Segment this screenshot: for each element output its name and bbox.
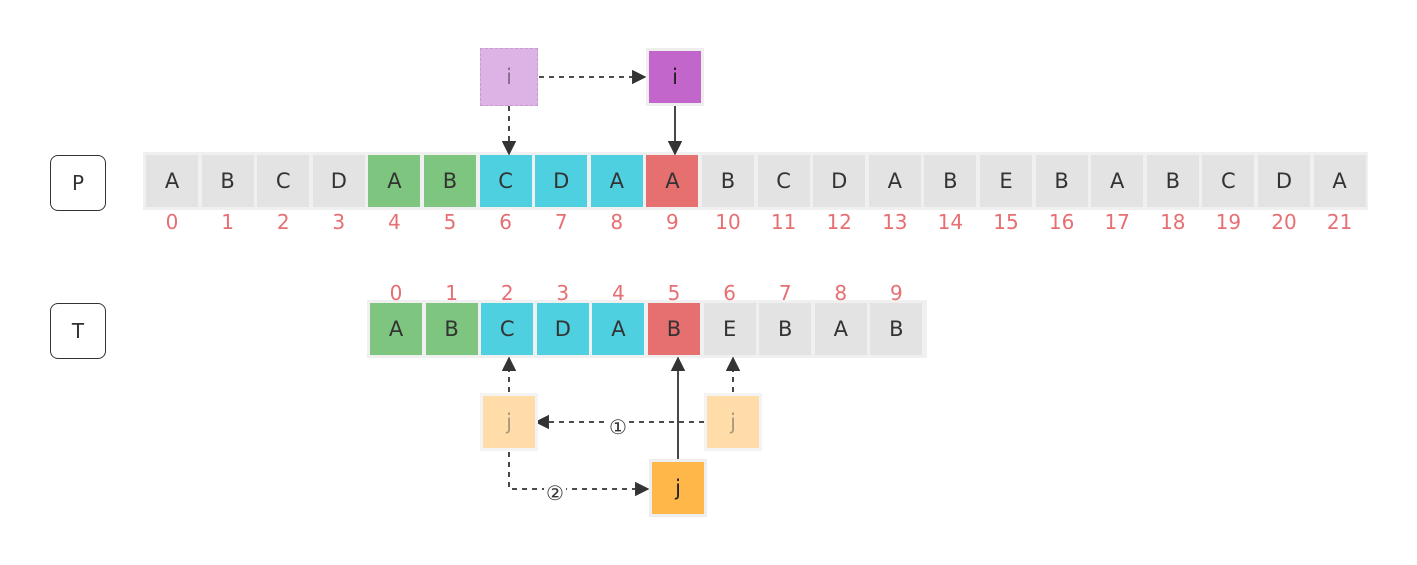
pattern_row-cell-4: A — [368, 155, 421, 207]
pattern_row-index-4: 4 — [388, 210, 401, 234]
text_row-index-6: 6 — [723, 281, 736, 305]
text_row-cell-4: A — [592, 303, 645, 355]
j-new-pointer: j — [649, 459, 707, 517]
pattern_row-index-6: 6 — [499, 210, 512, 234]
pattern_row-cell-19: C — [1202, 155, 1255, 207]
pattern_row-index-14: 14 — [937, 210, 964, 234]
pattern_row-index-19: 19 — [1215, 210, 1242, 234]
pattern_row-cell-5: B — [424, 155, 476, 207]
pattern_row-cell-10: B — [702, 155, 754, 207]
pattern_row-index-1: 1 — [221, 210, 234, 234]
pattern_row-index-8: 8 — [610, 210, 624, 234]
text_row-cell-7: B — [759, 303, 812, 355]
p-row-label: P — [50, 155, 106, 211]
text_row-index-4: 4 — [612, 281, 625, 305]
pattern_row-cell-16: B — [1035, 155, 1088, 207]
text_row-cell-2: C — [481, 303, 534, 355]
pattern_row-index-3: 3 — [332, 210, 346, 234]
text_row-index-7: 7 — [778, 281, 792, 305]
text_row-index-8: 8 — [834, 281, 848, 305]
text_row-index-1: 1 — [445, 281, 458, 305]
pattern_row-index-0: 0 — [165, 210, 179, 234]
text_row-index-3: 3 — [556, 281, 570, 305]
pattern_row-cell-18: B — [1146, 155, 1199, 207]
pattern_row-cell-7: D — [535, 155, 588, 207]
pattern_row-cell-8: A — [590, 155, 643, 207]
pattern_row-index-9: 9 — [666, 210, 679, 234]
text_row-index-9: 9 — [890, 281, 903, 305]
pattern_row-cell-21: A — [1313, 155, 1366, 207]
pattern_row-index-10: 10 — [715, 210, 741, 234]
text_row-cell-0: A — [370, 303, 422, 355]
pattern_row-cell-3: D — [312, 155, 365, 207]
pattern_row-index-5: 5 — [443, 210, 457, 234]
pattern_row-index-20: 20 — [1271, 210, 1297, 234]
pattern_row-cell-17: A — [1091, 155, 1144, 207]
pattern_row-index-7: 7 — [554, 210, 568, 234]
step-two-arrow — [508, 452, 650, 497]
pattern_row-index-16: 16 — [1048, 210, 1075, 234]
text_row-cell-1: B — [425, 303, 478, 355]
pattern_row-cell-0: A — [146, 155, 198, 207]
i-old-pointer: i — [480, 48, 538, 106]
pattern_row-cell-12: D — [813, 155, 866, 207]
j-mid-pointer: j — [480, 393, 538, 451]
text_row-index-2: 2 — [500, 281, 514, 305]
pattern_row-index-11: 11 — [770, 210, 797, 234]
t-row-label: T — [50, 303, 106, 359]
pattern_row-index-2: 2 — [276, 210, 290, 234]
j-old-pointer: j — [704, 393, 762, 451]
pattern_row-index-15: 15 — [993, 210, 1019, 234]
pattern_row-cell-15: E — [980, 155, 1032, 207]
text_row-cell-9: B — [870, 303, 923, 355]
pattern_row-index-12: 12 — [826, 210, 852, 234]
pattern_row-index-18: 18 — [1160, 210, 1186, 234]
pattern_row-cell-13: A — [868, 155, 921, 207]
text_row-cell-6: E — [703, 303, 756, 355]
i-new-pointer: i — [646, 48, 704, 106]
pattern_row-cell-11: C — [757, 155, 810, 207]
pattern_row-cell-20: D — [1258, 155, 1310, 207]
text_row-cell-5: B — [648, 303, 700, 355]
pattern_row-cell-6: C — [479, 155, 532, 207]
pattern_row-cell-9: A — [646, 155, 699, 207]
text_row-index-0: 0 — [389, 281, 403, 305]
pattern_row-cell-1: B — [201, 155, 254, 207]
text_row-cell-3: D — [536, 303, 589, 355]
step-one-label: ① — [607, 415, 629, 439]
pattern_row-index-17: 17 — [1104, 210, 1130, 234]
pattern_row-cell-14: B — [924, 155, 977, 207]
text_row-index-5: 5 — [667, 281, 681, 305]
step-two-label: ② — [544, 481, 566, 505]
pattern_row-index-13: 13 — [882, 210, 908, 234]
pattern_row-cell-2: C — [257, 155, 310, 207]
pattern_row-index-21: 21 — [1326, 210, 1353, 234]
text_row-cell-8: A — [814, 303, 867, 355]
